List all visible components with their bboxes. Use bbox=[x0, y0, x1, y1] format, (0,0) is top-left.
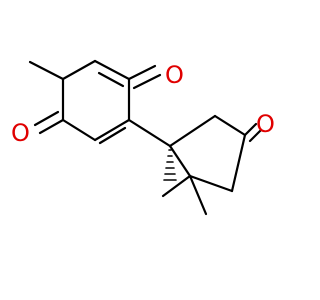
hashed-wedge-methyl bbox=[163, 149, 177, 181]
oxygen-label-top: O bbox=[165, 61, 184, 89]
bond-gem-methyl-1 bbox=[161, 174, 192, 198]
bond-c2-c3-inner bbox=[97, 71, 125, 88]
bond-c5-c6 bbox=[61, 118, 97, 142]
bond-c4-c5-inner bbox=[98, 126, 127, 145]
bond-cp-1 bbox=[168, 114, 217, 148]
bond-c1-c2 bbox=[61, 59, 97, 81]
bond-carbonyl-left-2 bbox=[33, 110, 60, 127]
bond-methyl bbox=[28, 60, 65, 81]
molecule-canvas: O O O bbox=[11, 59, 275, 216]
bond-cp-3 bbox=[230, 133, 247, 193]
bond-c2-c3 bbox=[93, 59, 131, 81]
bond-gem-methyl-2 bbox=[188, 174, 208, 216]
oxygen-label-left: O bbox=[11, 119, 30, 147]
bond-ring-link bbox=[127, 118, 172, 148]
bond-c4-c5 bbox=[93, 118, 131, 142]
bond-cp-5 bbox=[168, 144, 192, 178]
bond-carbonyl-top-1 bbox=[127, 64, 157, 81]
bond-cp-4 bbox=[188, 174, 234, 193]
structure-diagram: O O O bbox=[11, 59, 275, 216]
bond-ketone-1 bbox=[243, 122, 258, 137]
bond-ketone-2 bbox=[248, 128, 263, 143]
oxygen-label-ketone: O bbox=[256, 110, 275, 138]
bond-cp-2 bbox=[213, 114, 247, 137]
bond-carbonyl-left-1 bbox=[38, 118, 65, 135]
bond-carbonyl-top-2 bbox=[132, 73, 162, 90]
